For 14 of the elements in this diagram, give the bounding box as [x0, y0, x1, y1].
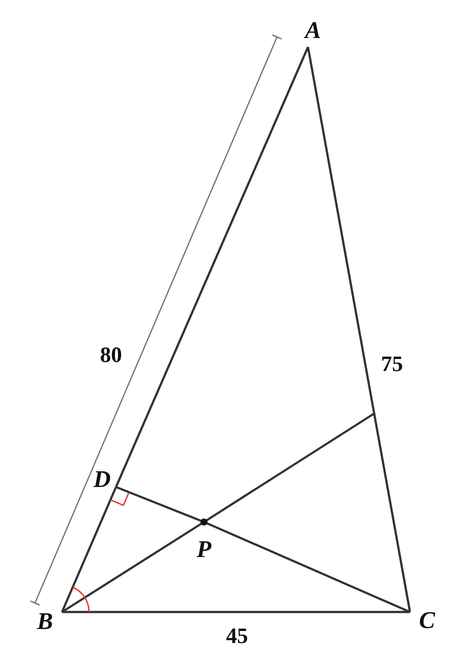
line-segment	[116, 486, 204, 524]
point-label: D	[92, 468, 116, 492]
line-segment	[62, 610, 410, 614]
line-segment	[115, 46, 309, 488]
point-label: C	[410, 609, 437, 633]
point-label: P	[194, 522, 214, 562]
length-label: 45	[226, 624, 248, 648]
line-segment	[204, 521, 410, 613]
length-label: 80	[100, 343, 122, 367]
point-label: A	[303, 19, 323, 47]
length-label: 75	[381, 352, 403, 376]
line-segment	[306, 46, 412, 612]
line-segment	[61, 486, 117, 612]
point-label: B	[35, 610, 62, 634]
